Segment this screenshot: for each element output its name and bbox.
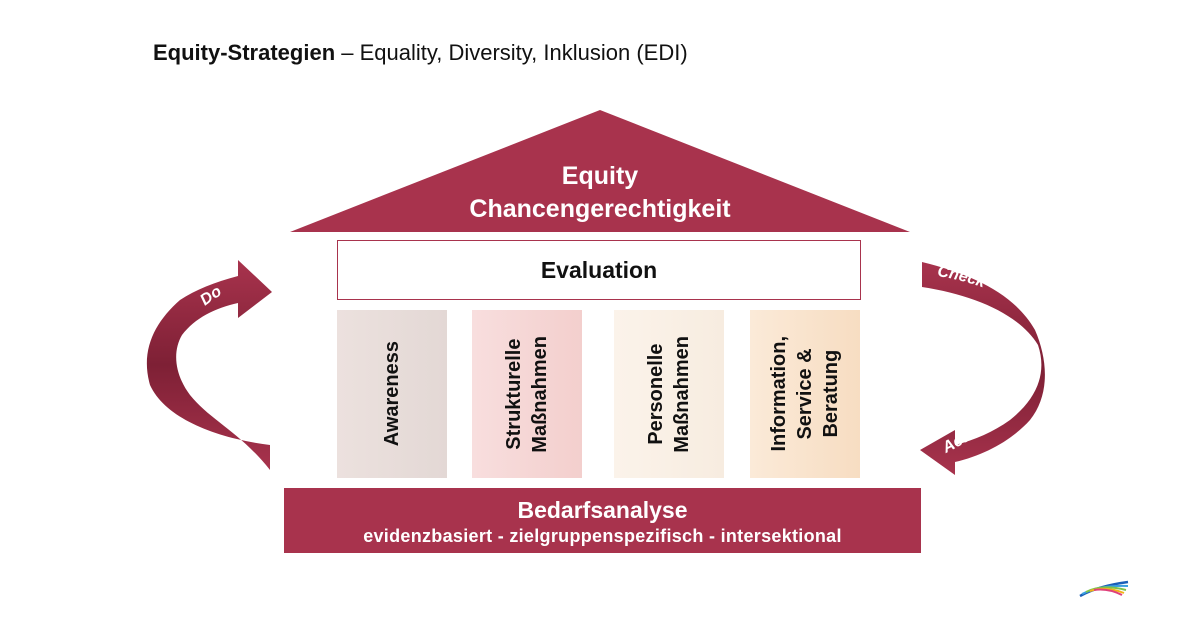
foundation-title: Bedarfsanalyse — [517, 497, 688, 523]
roof-text: Equity Chancengerechtigkeit — [400, 160, 800, 226]
foundation: Bedarfsanalyse evidenzbasiert - zielgrup… — [284, 488, 921, 553]
right-cycle-arrow — [920, 262, 1045, 475]
pillar-personelle-massnahmen: Personelle Maßnahmen — [614, 310, 724, 478]
roof-line2: Chancengerechtigkeit — [469, 195, 731, 223]
page-title: Equity-Strategien – Equality, Diversity,… — [153, 40, 688, 66]
title-bold: Equity-Strategien — [153, 40, 336, 65]
pillar-strukturelle-massnahmen: Strukturelle Maßnahmen — [472, 310, 582, 478]
pillar-awareness: Awareness — [337, 310, 447, 478]
title-rest: – Equality, Diversity, Inklusion (EDI) — [335, 40, 688, 65]
evaluation-box: Evaluation — [337, 240, 861, 300]
roof-line1: Equity — [561, 162, 639, 190]
foundation-subtitle: evidenzbasiert - zielgruppenspezifisch -… — [363, 526, 842, 546]
left-cycle-arrow — [146, 260, 272, 470]
pillar-information-service-beratung: Information, Service & Beratung — [750, 310, 860, 478]
logo-icon — [1079, 580, 1129, 598]
